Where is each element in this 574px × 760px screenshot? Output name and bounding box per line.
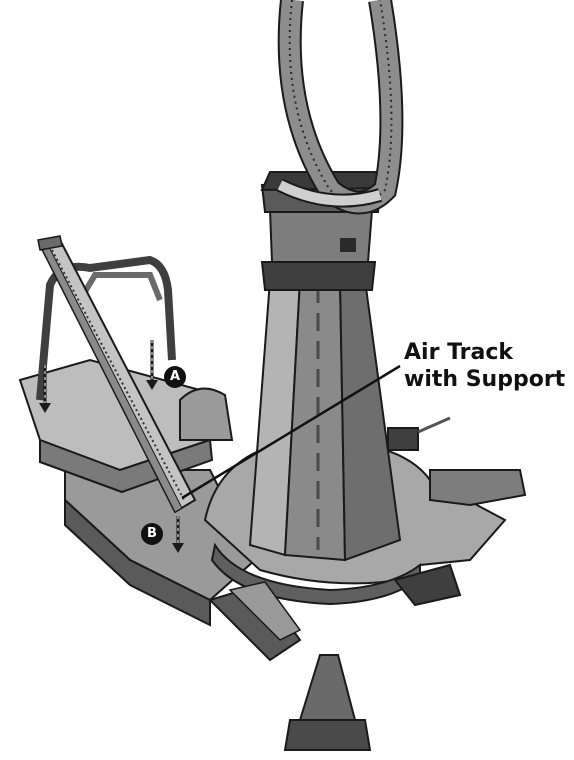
callout-line-2: with Support <box>404 367 566 392</box>
marker-b-badge: B <box>141 523 163 545</box>
arrow-b-head <box>172 543 184 553</box>
arch-frame-right <box>77 272 163 302</box>
arrow-a-head <box>146 380 158 390</box>
air-track-holes <box>51 249 185 501</box>
right-arm-lower <box>393 563 462 607</box>
control-tower <box>248 171 402 562</box>
right-lever <box>417 416 451 434</box>
tower-cab <box>268 209 374 263</box>
front-support-tower <box>298 654 357 721</box>
right-box <box>387 427 419 451</box>
air-track-tip <box>37 235 63 251</box>
tower-shaft-right <box>338 279 402 562</box>
callout-line-1: Air Track <box>404 340 514 365</box>
tower-window <box>340 238 356 252</box>
insertion-arrows <box>39 340 184 553</box>
marker-a-badge: A <box>164 366 186 388</box>
right-arm-upper <box>429 469 527 507</box>
air-track-piece <box>37 235 197 514</box>
dome-building <box>179 387 234 441</box>
air-track-callout: Air Track with Support <box>404 339 572 393</box>
loop-track <box>276 0 404 215</box>
tower-collar <box>260 261 377 291</box>
arrow-left-head <box>39 403 51 413</box>
callout-leader-line <box>181 364 401 500</box>
base-slab-side <box>64 497 211 627</box>
front-ramp-top <box>228 581 302 641</box>
front-support-foot <box>283 719 372 751</box>
